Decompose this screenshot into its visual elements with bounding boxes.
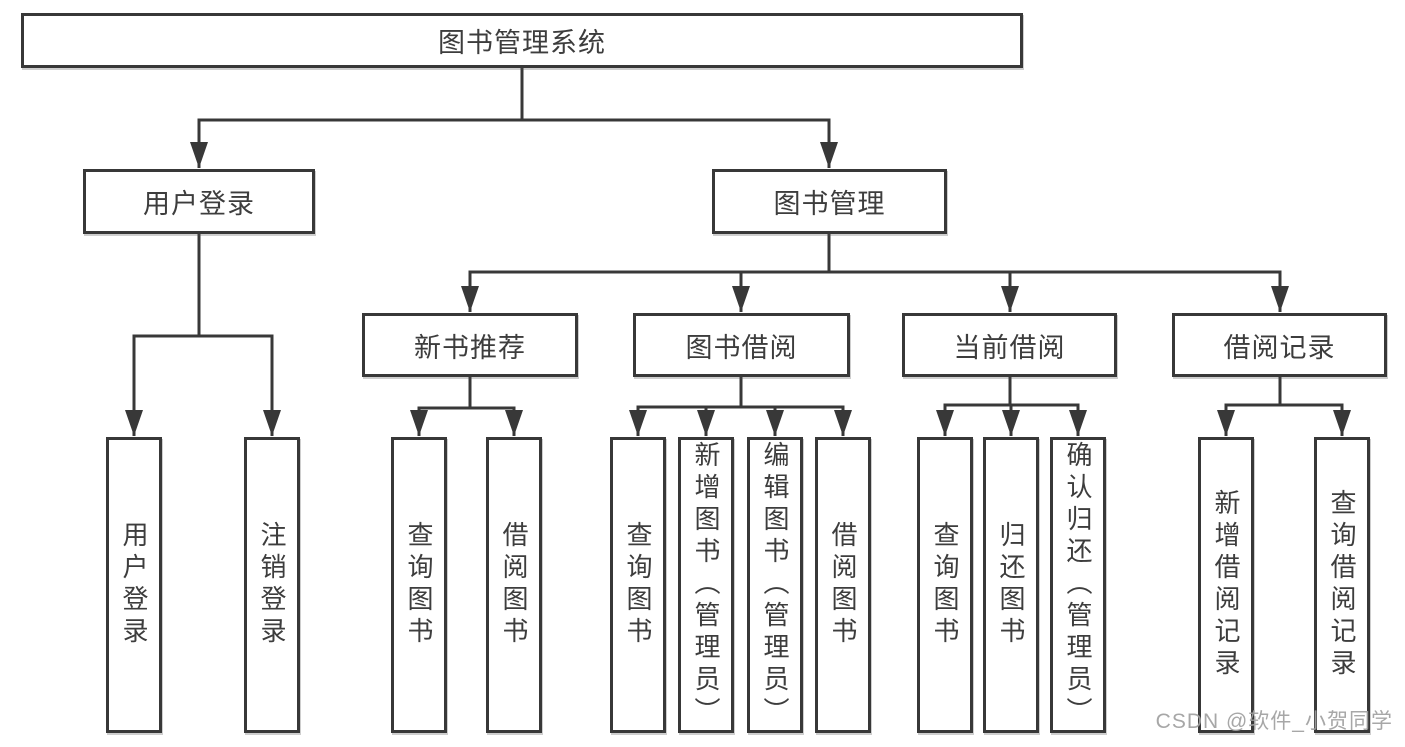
leaf-br-add-record: 新增借阅记录 (1198, 437, 1254, 733)
leaf-logout: 注销登录 (244, 437, 300, 733)
node-label: 图书借阅 (685, 332, 798, 363)
leaf-bb-add-books-admin: 新增图书（管理员） (678, 437, 734, 733)
edge-mgmt-book-borrow (732, 233, 831, 312)
leaf-bb-edit-books-admin: 编辑图书（管理员） (747, 437, 803, 733)
node-label: 借阅图书 (828, 521, 858, 649)
node-label: 新增借阅记录 (1211, 489, 1241, 681)
node-label: 新书推荐 (414, 332, 526, 363)
edge-br-query (1278, 376, 1351, 436)
node-label: 新增图书（管理员） (691, 441, 721, 729)
node-label: 查询图书 (623, 521, 653, 649)
node-label: 图书管理 (773, 189, 886, 219)
edge-cb-confirm (1008, 376, 1087, 436)
edge-rec-borrow (468, 376, 523, 436)
node-label: 查询图书 (404, 521, 434, 649)
leaf-user-login: 用户登录 (106, 437, 162, 733)
node-label: 查询借阅记录 (1327, 489, 1357, 681)
leaf-cb-confirm-return-admin: 确认归还（管理员） (1050, 437, 1106, 733)
node-book-management: 图书管理 (712, 169, 947, 234)
node-label: 当前借阅 (953, 332, 1066, 363)
leaf-rec-borrow-books: 借阅图书 (486, 437, 542, 733)
node-borrowing-records: 借阅记录 (1172, 313, 1387, 377)
leaf-cb-return-books: 归还图书 (983, 437, 1039, 733)
leaf-rec-query-books: 查询图书 (391, 437, 447, 733)
leaf-br-query-record: 查询借阅记录 (1314, 437, 1370, 733)
node-label: 用户登录 (119, 521, 149, 649)
edge-cb-query (936, 376, 1012, 436)
node-label: 用户登录 (143, 189, 255, 219)
edge-user-login-leaf1 (125, 233, 201, 436)
edge-rec-query (410, 376, 472, 436)
leaf-bb-borrow-books: 借阅图书 (815, 437, 871, 733)
csdn-watermark: CSDN @软件_小贺同学 (1155, 710, 1393, 733)
leaf-cb-query-books: 查询图书 (917, 437, 973, 733)
leaf-bb-query-books: 查询图书 (610, 437, 666, 733)
edge-user-login-leaf2 (197, 233, 281, 436)
node-book-borrowing: 图书借阅 (633, 313, 850, 377)
edge-bb-add (697, 376, 743, 436)
node-label: 确认归还（管理员） (1063, 441, 1093, 729)
node-current-borrowing: 当前借阅 (902, 313, 1117, 377)
node-new-book-recommendation: 新书推荐 (362, 313, 578, 377)
edge-br-add (1217, 376, 1282, 436)
edge-root-user-login (190, 67, 524, 168)
node-label: 借阅图书 (499, 521, 529, 649)
edge-root-book-mgmt (520, 67, 838, 168)
node-label: 查询图书 (930, 521, 960, 649)
edge-bb-borrow (739, 376, 852, 436)
node-library-management-system: 图书管理系统 (21, 13, 1023, 68)
edge-mgmt-borrow-records (827, 233, 1289, 312)
node-label: 归还图书 (996, 521, 1026, 649)
node-user-login: 用户登录 (83, 169, 315, 234)
node-label: 借阅记录 (1223, 332, 1336, 363)
node-label: 注销登录 (257, 521, 287, 649)
node-label: 图书管理系统 (438, 28, 606, 58)
node-label: 编辑图书（管理员） (760, 441, 790, 729)
